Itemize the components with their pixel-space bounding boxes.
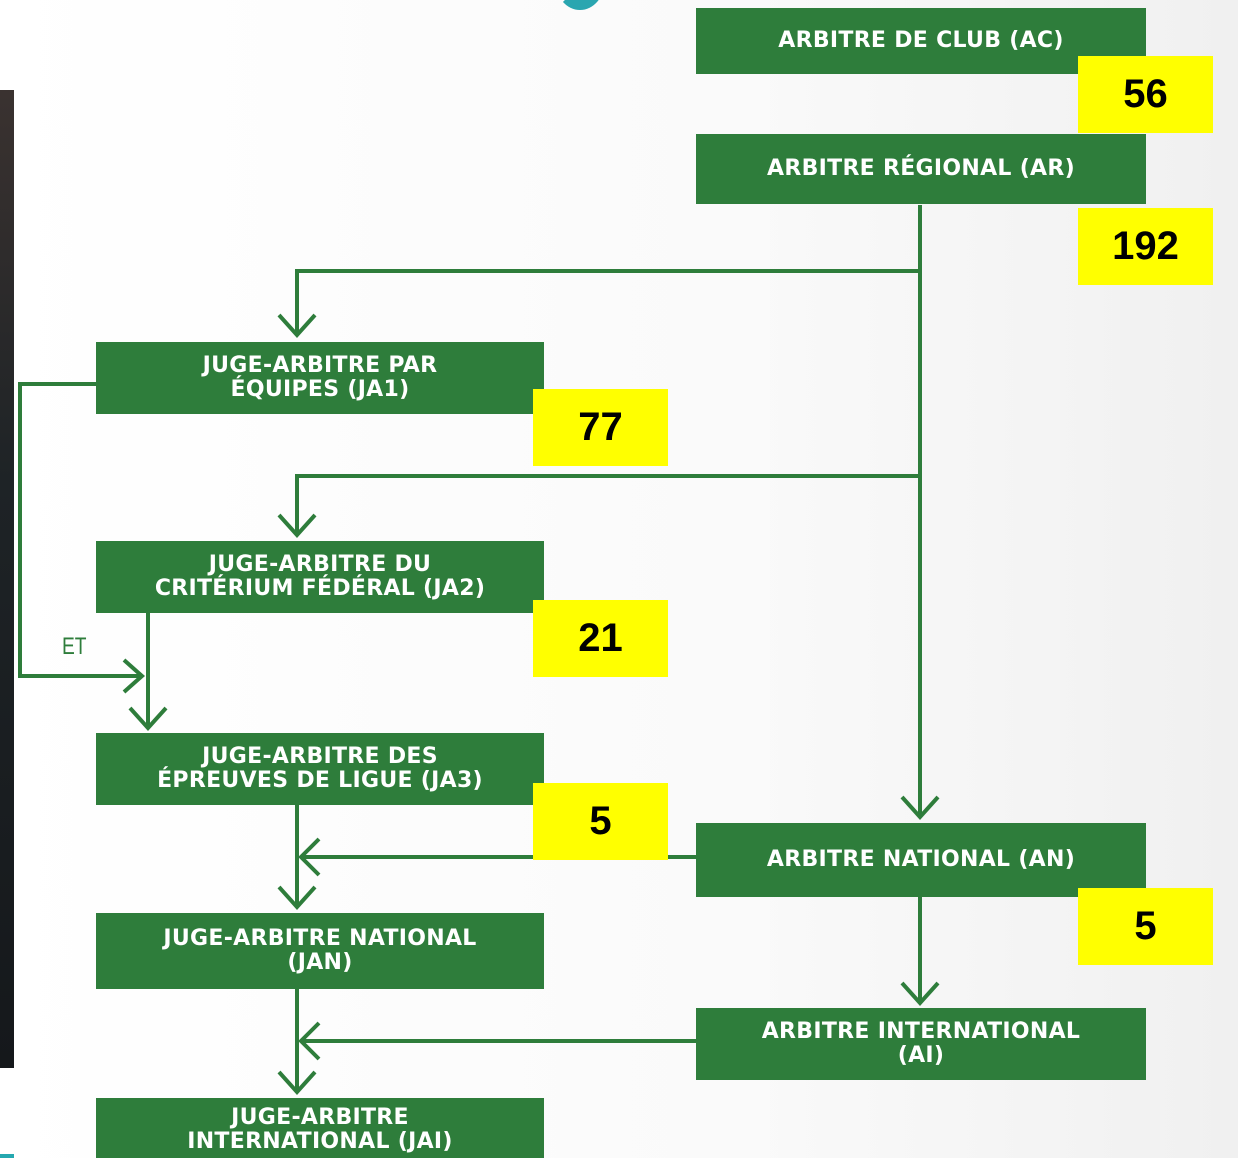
count-ja2: 21 [533,600,668,677]
arrow-head-an-side [298,837,321,877]
count-ja3: 5 [533,783,668,860]
count-an: 5 [1078,888,1213,965]
node-arbitre-de-club: ARBITRE DE CLUB (AC) [696,8,1146,74]
node-arbitre-international: ARBITRE INTERNATIONAL (AI) [696,1008,1146,1080]
arrow-head-ja3 [128,706,168,731]
arrow-head-ai [900,981,940,1006]
node-arbitre-national: ARBITRE NATIONAL (AN) [696,823,1146,897]
arrow-head-et [122,658,146,694]
edge-label-et: ET [62,633,87,660]
photo-strip [0,90,14,1068]
node-jan: JUGE-ARBITRE NATIONAL (JAN) [96,913,544,989]
arrow-head-ja2 [277,513,317,538]
node-jai: JUGE-ARBITRE INTERNATIONAL (JAI) [96,1098,544,1158]
arrow-head-ai-side [298,1021,321,1061]
arrow-head-ja1 [277,313,317,338]
arrow-head-an [900,795,940,820]
node-arbitre-regional: ARBITRE RÉGIONAL (AR) [696,134,1146,204]
count-ar: 192 [1078,208,1213,285]
arrow-head-jan [277,885,317,910]
count-ac: 56 [1078,56,1213,133]
arrow-head-jai [277,1070,317,1095]
connector-ar-to-ja2 [295,474,920,535]
node-ja1: JUGE-ARBITRE PAR ÉQUIPES (JA1) [96,342,544,414]
node-ja2: JUGE-ARBITRE DU CRITÉRIUM FÉDÉRAL (JA2) [96,541,544,613]
teal-accent-line [0,1154,14,1158]
count-ja1: 77 [533,389,668,466]
connector-ar-to-ja1 [295,269,920,335]
connector-ja1-et [18,382,140,678]
node-ja3: JUGE-ARBITRE DES ÉPREUVES DE LIGUE (JA3) [96,733,544,805]
